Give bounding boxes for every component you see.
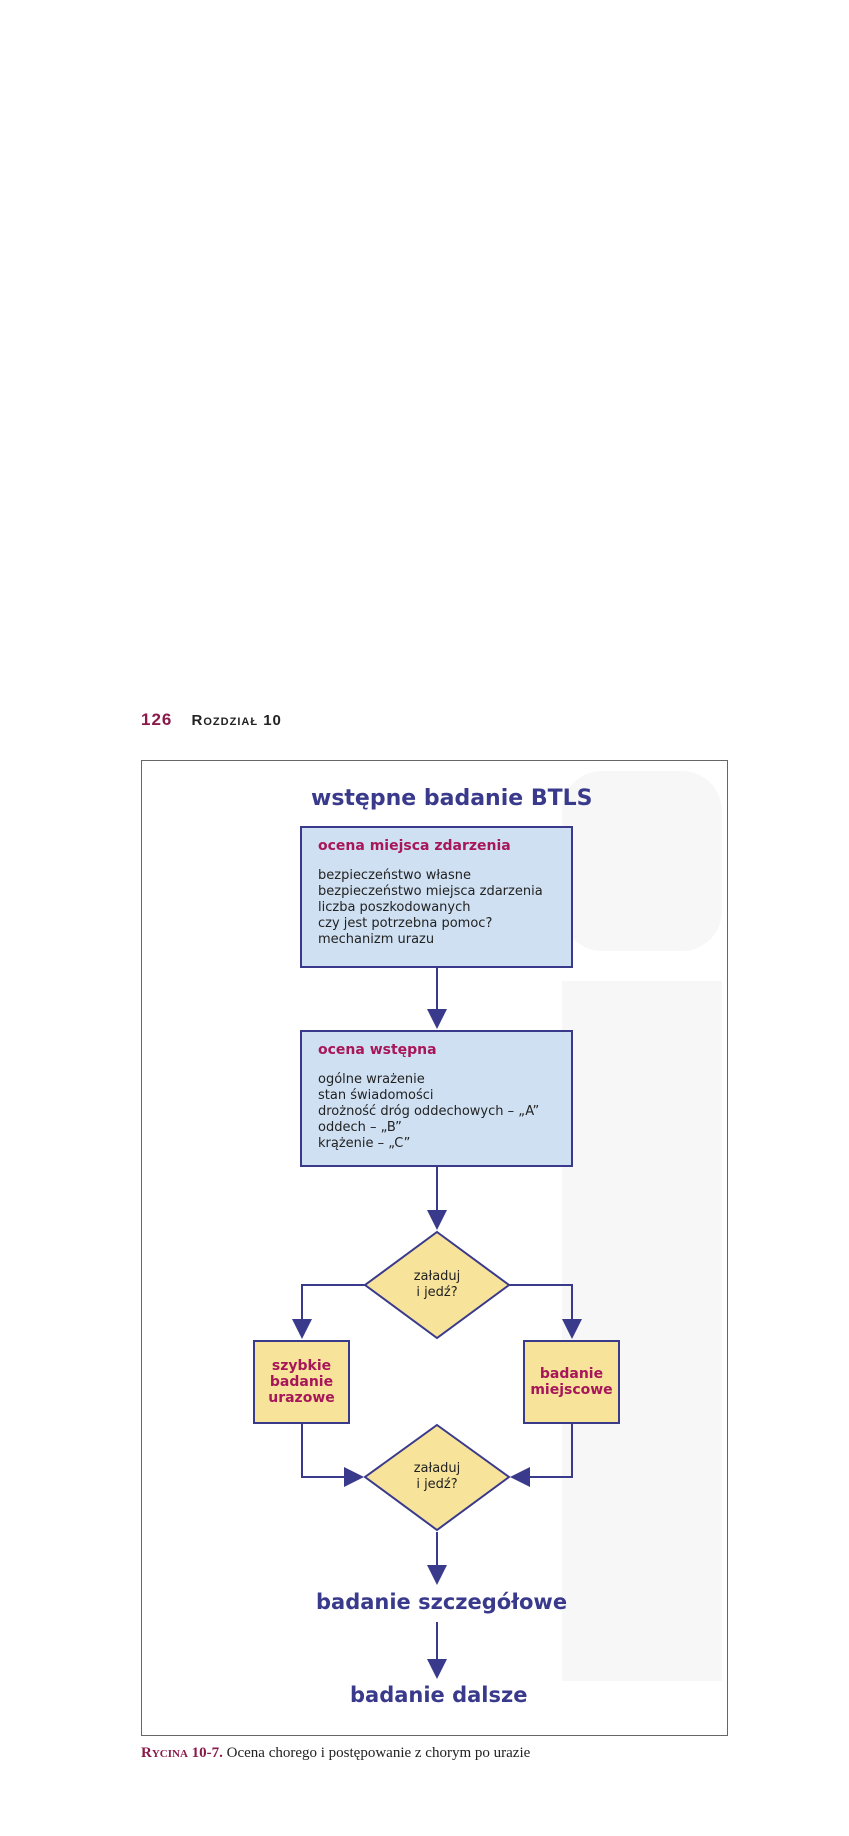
decision-1-label: załaduj i jedź?	[387, 1269, 487, 1301]
scene-assessment-box: ocena miejsca zdarzenia bezpieczeństwo w…	[300, 826, 573, 968]
scene-item: bezpieczeństwo własne	[318, 868, 472, 883]
diagram-title: wstępne badanie BTLS	[311, 786, 593, 811]
scene-item: czy jest potrzebna pomoc?	[318, 916, 493, 931]
initial-assessment-heading: ocena wstępna	[318, 1042, 437, 1058]
initial-item: oddech – „B”	[318, 1120, 402, 1135]
bleed-through-area	[562, 981, 722, 1681]
bleed-through-area	[562, 771, 722, 951]
decision-2-line: i jedź?	[416, 1477, 458, 1492]
focused-line: badanie	[539, 1366, 604, 1382]
decision-1-line: załaduj	[413, 1269, 461, 1284]
caption-text: Ocena chorego i postępowanie z chorym po…	[226, 1745, 531, 1761]
figure-caption: Rycina 10-7. Ocena chorego i postępowani…	[141, 1745, 530, 1762]
caption-figure-number: 10-7.	[191, 1745, 223, 1761]
scene-item: liczba poszkodowanych	[318, 900, 471, 915]
arrow-decision-to-rapid	[292, 1284, 366, 1339]
rapid-line: szybkie	[271, 1358, 332, 1374]
decision-1-line: i jedź?	[416, 1285, 458, 1300]
rapid-line: urazowe	[268, 1390, 335, 1406]
initial-item: ogólne wrażenie	[318, 1072, 425, 1087]
rapid-line: badanie	[269, 1374, 334, 1390]
focused-line: miejscowe	[530, 1382, 613, 1398]
decision-2-label: załaduj i jedź?	[387, 1461, 487, 1493]
focused-exam-box: badanie miejscowe	[523, 1340, 620, 1424]
decision-diamond-1	[363, 1230, 511, 1340]
decision-2-line: załaduj	[413, 1461, 461, 1476]
detailed-exam-label: badanie szczegółowe	[316, 1590, 568, 1614]
arrow-decision-to-focused	[508, 1284, 582, 1339]
page-number: 126	[141, 710, 173, 729]
arrow-rapid-to-decision2	[301, 1424, 364, 1487]
initial-item: drożność dróg oddechowych – „A”	[318, 1104, 540, 1119]
chapter-label: Rozdział 10	[191, 712, 282, 729]
scene-assessment-heading: ocena miejsca zdarzenia	[318, 838, 511, 854]
initial-assessment-box: ocena wstępna ogólne wrażenie stan świad…	[300, 1030, 573, 1167]
scene-item: bezpieczeństwo miejsca zdarzenia	[318, 884, 543, 899]
initial-item: stan świadomości	[318, 1088, 434, 1103]
arrow-focused-to-decision2	[510, 1424, 573, 1487]
scene-item: mechanizm urazu	[318, 932, 435, 947]
ongoing-exam-label: badanie dalsze	[350, 1683, 528, 1707]
decision-diamond-2	[363, 1423, 511, 1532]
caption-label: Rycina	[141, 1745, 188, 1761]
rapid-trauma-survey-box: szybkie badanie urazowe	[253, 1340, 350, 1424]
initial-item: krążenie – „C”	[318, 1136, 411, 1151]
page-header: 126 Rozdział 10	[141, 710, 282, 730]
